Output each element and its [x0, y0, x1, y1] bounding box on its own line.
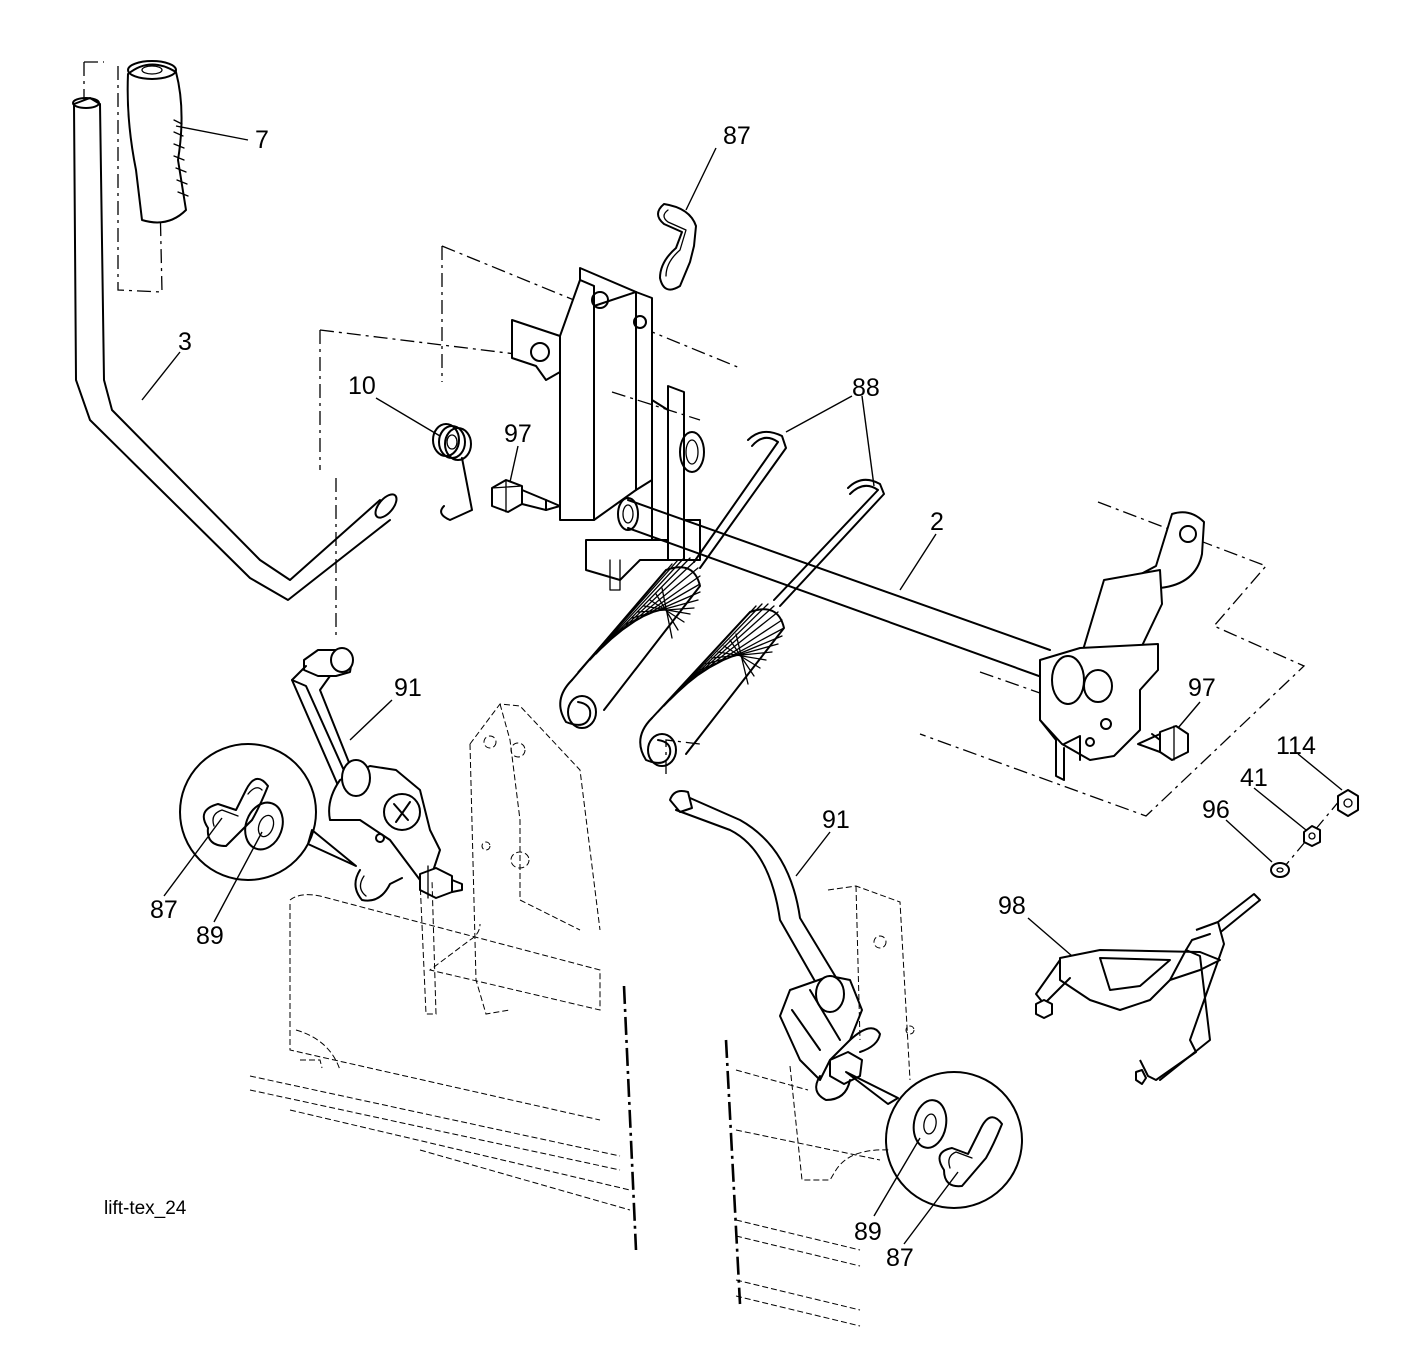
cross-shaft: [617, 497, 1061, 701]
callout-labels: 7 87 3 10 97 88 2 97 114 41 96 91 91 87 …: [150, 122, 1316, 1272]
callout-89-left: 89: [196, 922, 224, 950]
center-bracket: [319, 245, 741, 591]
callout-89-right: 89: [854, 1218, 882, 1246]
bolt-right: [1137, 725, 1189, 761]
spring-hooks: [693, 430, 885, 607]
right-lift-arm: [919, 501, 1306, 817]
callout-2: 2: [930, 508, 944, 536]
callout-87-left: 87: [150, 896, 178, 924]
extension-springs: [559, 557, 785, 767]
hardware-stack: [1270, 789, 1359, 878]
left-link-rod: [291, 478, 361, 791]
right-link-rod: [665, 739, 841, 991]
callout-87-right: 87: [886, 1244, 914, 1272]
lift-lever: [72, 61, 398, 601]
leader-lines: [141, 125, 1343, 1245]
callout-41: 41: [1240, 764, 1268, 792]
bolt-left: [491, 479, 561, 513]
callout-97-left: 97: [504, 420, 532, 448]
right-lift-bracket: [779, 975, 881, 1101]
callout-7: 7: [255, 126, 269, 154]
handle-grip: [126, 60, 189, 224]
callout-114: 114: [1276, 732, 1316, 760]
left-detail-circle: [179, 743, 357, 881]
callout-87-top: 87: [723, 122, 751, 150]
hitch-pin-top: [657, 203, 697, 291]
torsion-spring: [432, 423, 473, 521]
diagram-caption: lift-tex_24: [104, 1198, 187, 1219]
callout-3: 3: [178, 328, 192, 356]
callout-88: 88: [852, 374, 880, 402]
callout-98: 98: [998, 892, 1026, 920]
callout-96: 96: [1202, 796, 1230, 824]
left-lift-bracket: [328, 759, 463, 902]
right-detail-circle: [845, 1071, 1023, 1209]
callout-10: 10: [348, 372, 376, 400]
right-deck-ghost: [724, 885, 915, 1327]
callout-91-right: 91: [822, 806, 850, 834]
callout-97-right: 97: [1188, 674, 1216, 702]
deck-support: [1035, 893, 1261, 1085]
callout-91-left: 91: [394, 674, 422, 702]
left-deck-ghost: [249, 703, 638, 1251]
